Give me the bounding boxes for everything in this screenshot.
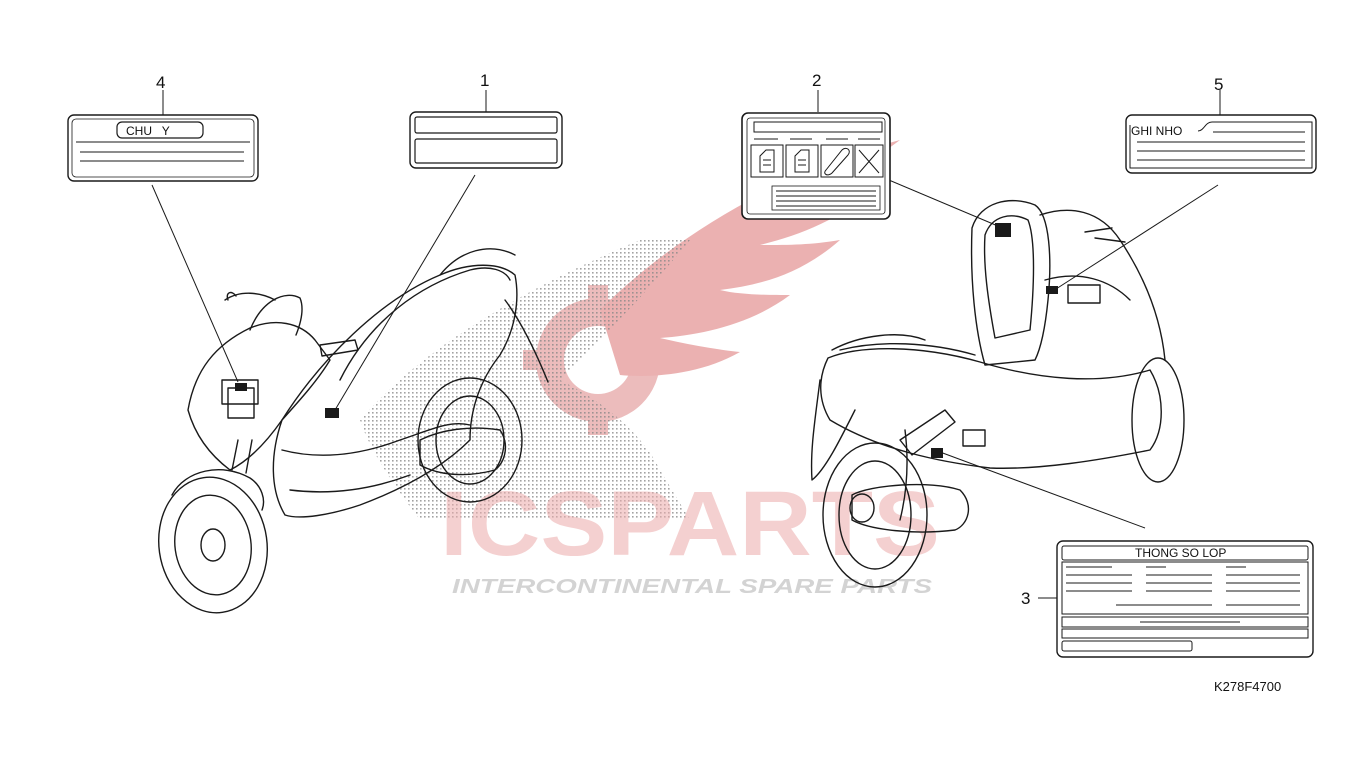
label-5-note: GHI NHO <box>1125 114 1317 174</box>
diagram-code: K278F4700 <box>1214 679 1281 694</box>
callout-5: 5 <box>1214 75 1223 94</box>
label3-title: THONG SO LOP <box>1135 546 1226 560</box>
oil-pictogram-icon <box>785 144 819 178</box>
label-1 <box>409 111 563 169</box>
scooter-front-view <box>157 248 549 614</box>
callout-2: 2 <box>812 71 821 90</box>
watermark-brand: ICSPARTS <box>440 473 940 575</box>
prohibited-pictogram-icon <box>854 144 884 178</box>
label-3-tire-info: THONG SO LOP <box>1056 540 1314 658</box>
fuel-pictogram-icon <box>750 144 784 178</box>
label5-location-marker <box>1046 286 1058 294</box>
label-4-caution: CHU Y <box>67 114 259 182</box>
callout-3: 3 <box>1021 589 1030 608</box>
callout-4: 4 <box>156 73 165 92</box>
label1-location-marker <box>325 408 339 418</box>
label-2-warning <box>741 112 891 220</box>
label5-title: GHI NHO <box>1131 124 1182 138</box>
scooter-rear-view <box>810 199 1185 588</box>
callout-1: 1 <box>480 71 489 90</box>
label4-title: CHU Y <box>126 124 170 138</box>
tire-pictogram-icon <box>820 144 854 178</box>
watermark-logo: ICSPARTS INTERCONTINENTAL SPARE PARTS <box>360 140 940 598</box>
label4-location-marker <box>235 383 247 391</box>
leader-lines <box>151 90 1221 599</box>
watermark-tagline: INTERCONTINENTAL SPARE PARTS <box>452 576 933 598</box>
label3-location-marker <box>931 448 943 458</box>
label2-location-marker <box>995 223 1011 237</box>
